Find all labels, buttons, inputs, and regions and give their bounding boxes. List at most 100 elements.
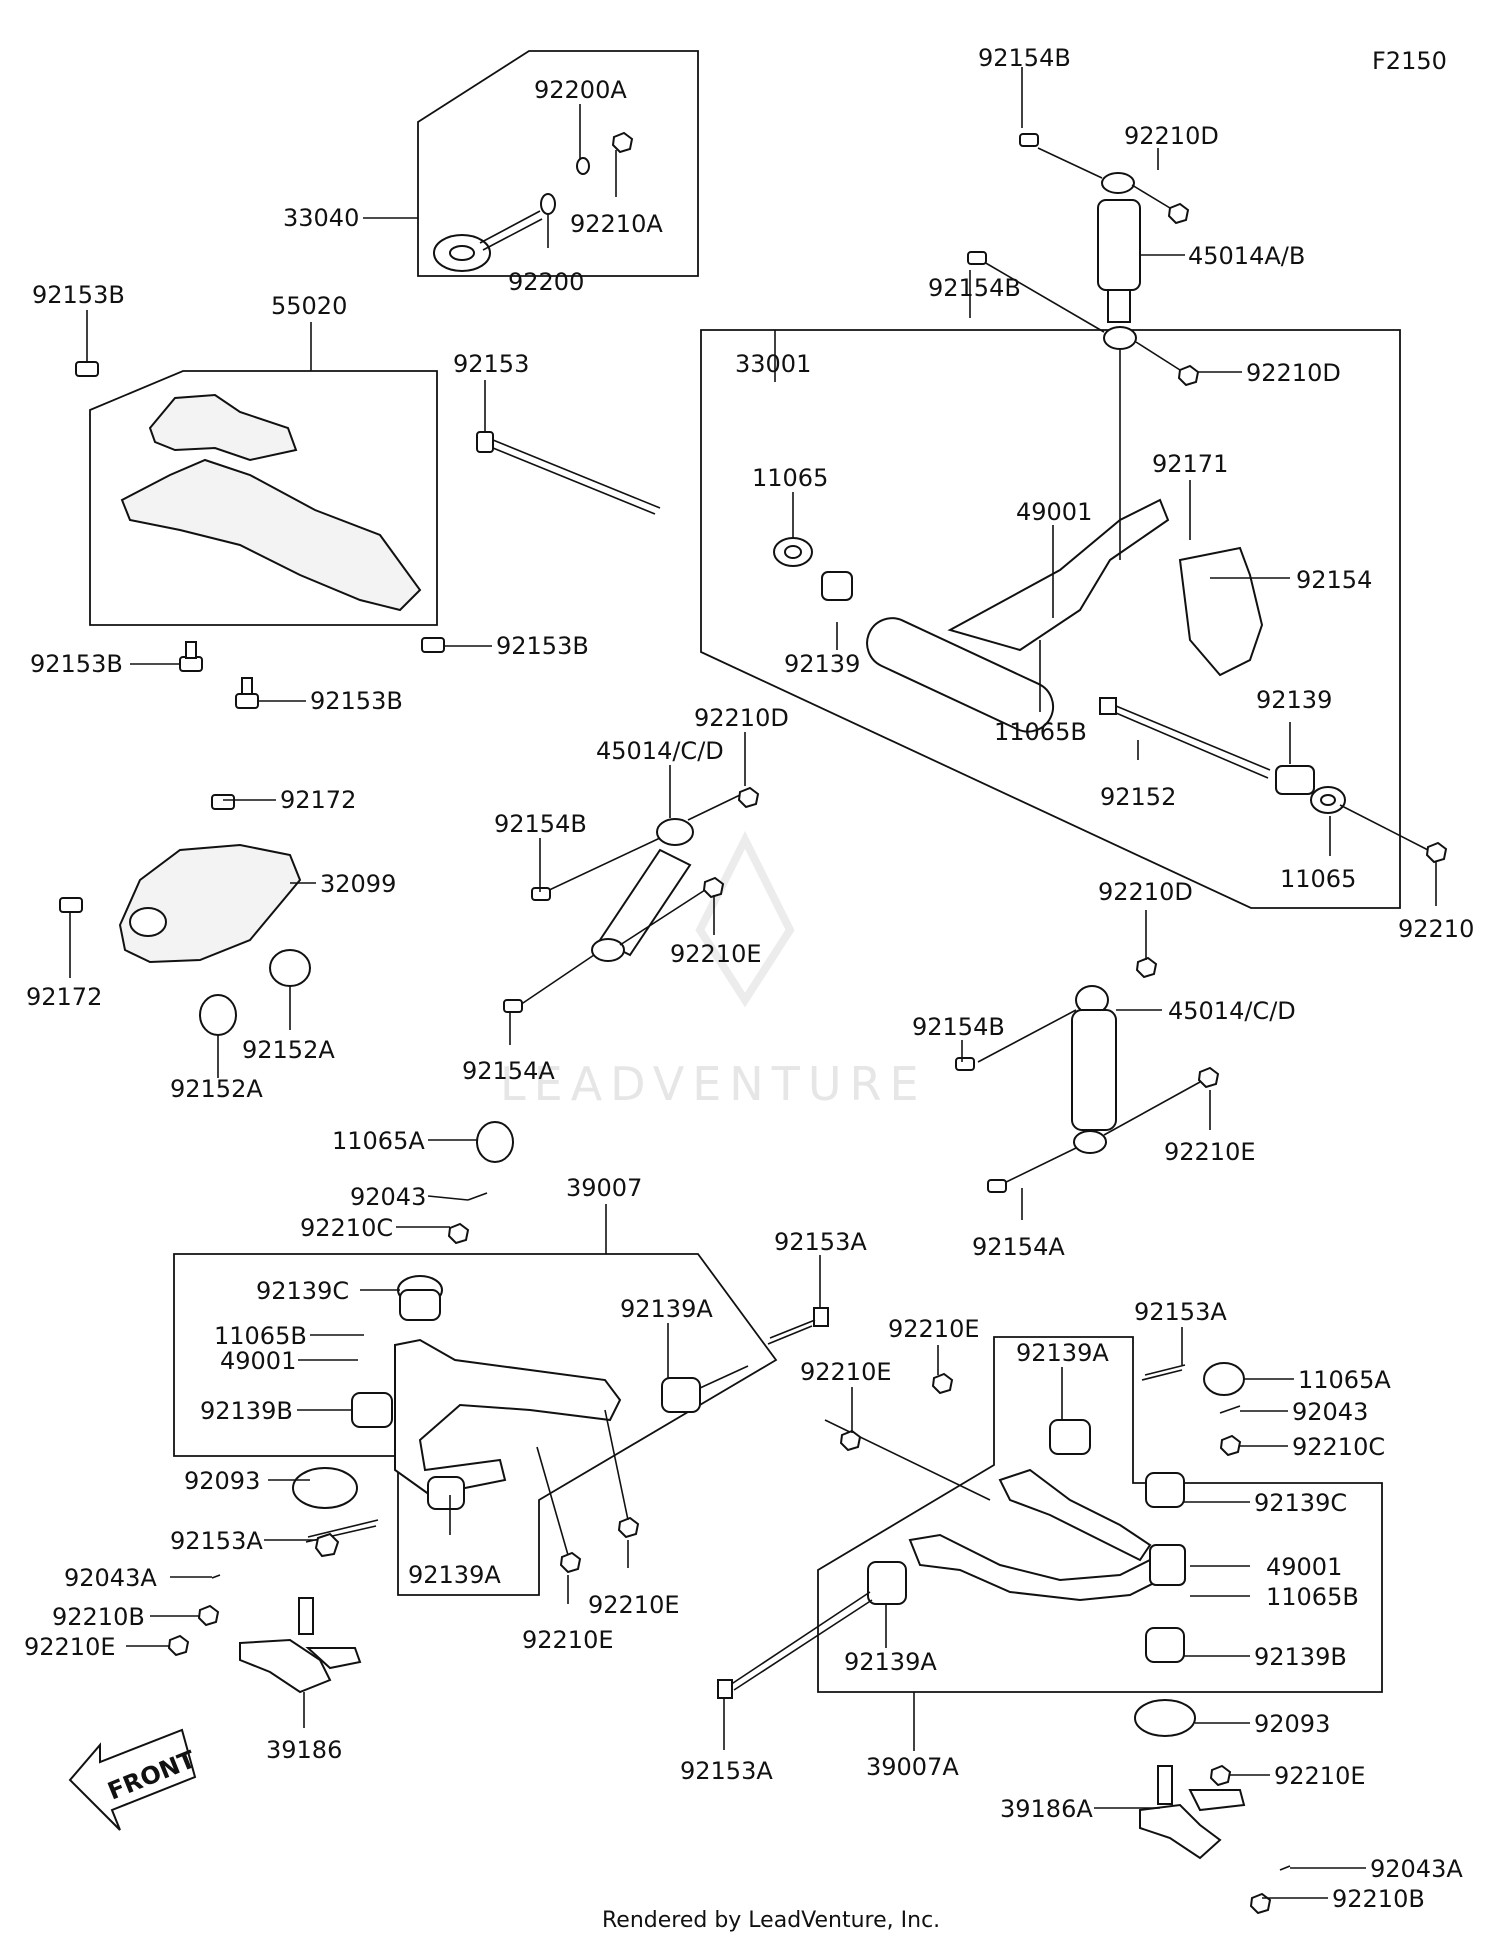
label-92139A: 92139A — [408, 1561, 501, 1589]
label-92152: 92152 — [1100, 783, 1176, 811]
label-92210C: 92210C — [300, 1214, 393, 1242]
label-92153B: 92153B — [496, 632, 589, 660]
label-45014AB: 45014A/B — [1188, 242, 1305, 270]
label-92154B: 92154B — [912, 1013, 1005, 1041]
group-box-33001 — [700, 329, 1401, 909]
label-92154B: 92154B — [494, 810, 587, 838]
label-92154A: 92154A — [972, 1233, 1065, 1261]
shock-45014CD-left — [503, 786, 760, 1013]
label-33040: 33040 — [283, 204, 359, 232]
label-92153A: 92153A — [774, 1228, 867, 1256]
label-92210E: 92210E — [1274, 1762, 1366, 1790]
figure-code: F2150 — [1372, 47, 1447, 75]
label-92210E: 92210E — [24, 1633, 116, 1661]
group-box-33040 — [363, 50, 699, 277]
label-11065A: 11065A — [332, 1127, 425, 1155]
label-11065: 11065 — [752, 464, 828, 492]
watermark-text: LEADVENTURE — [500, 1057, 927, 1111]
label-92210E: 92210E — [1164, 1138, 1256, 1166]
bolt-92153B-a — [75, 338, 99, 377]
label-39186: 39186 — [266, 1736, 342, 1764]
label-92153B: 92153B — [30, 650, 123, 678]
label-92153B: 92153B — [32, 281, 125, 309]
label-92043: 92043 — [1292, 1398, 1368, 1426]
label-49001: 49001 — [1266, 1553, 1342, 1581]
label-92200: 92200 — [508, 268, 584, 296]
label-39186A: 39186A — [1000, 1795, 1093, 1823]
knuckle-39186 — [167, 1574, 362, 1694]
label-11065A: 11065A — [1298, 1366, 1391, 1394]
label-92210D: 92210D — [1246, 359, 1341, 387]
label-92153A: 92153A — [1134, 1298, 1227, 1326]
label-92043A: 92043A — [1370, 1855, 1463, 1883]
label-92154B: 92154B — [978, 44, 1071, 72]
label-92210E: 92210E — [670, 940, 762, 968]
label-92139: 92139 — [1256, 686, 1332, 714]
label-92210A: 92210A — [570, 210, 663, 238]
arm-39007 — [292, 1275, 829, 1574]
label-92210D: 92210D — [1124, 122, 1219, 150]
label-49001: 49001 — [220, 1347, 296, 1375]
knuckle-39186A — [1139, 1764, 1291, 1915]
bolt-92153B-d — [235, 677, 259, 709]
label-92154B: 92154B — [928, 274, 1021, 302]
label-92210D: 92210D — [1098, 878, 1193, 906]
label-92153: 92153 — [453, 350, 529, 378]
label-92153A: 92153A — [170, 1527, 263, 1555]
shock-45014CD-right — [955, 956, 1220, 1193]
label-92152A: 92152A — [170, 1075, 263, 1103]
label-92139A: 92139A — [1016, 1339, 1109, 1367]
label-92093: 92093 — [184, 1467, 260, 1495]
cap-11065A-left — [447, 1121, 514, 1245]
label-39007A: 39007A — [866, 1753, 959, 1781]
bolt-92153B-b — [179, 641, 203, 672]
label-92154: 92154 — [1296, 566, 1372, 594]
footer-credit: Rendered by LeadVenture, Inc. — [602, 1908, 940, 1933]
shock-45014AB — [967, 133, 1200, 560]
group-box-55020 — [89, 322, 438, 626]
label-11065: 11065 — [1280, 865, 1356, 893]
leader-lines — [69, 67, 1437, 1899]
arm-39007A — [717, 1362, 1245, 1737]
bolt-92153B-c — [421, 637, 445, 653]
watermark: LEADVENTURE — [500, 831, 927, 1111]
label-11065B: 11065B — [214, 1322, 307, 1350]
label-92153A: 92153A — [680, 1757, 773, 1785]
part-labels: 92154B 92210D 45014A/B 92154B 92210D 922… — [24, 44, 1474, 1913]
label-92152A: 92152A — [242, 1036, 335, 1064]
label-55020: 55020 — [271, 292, 347, 320]
label-92139B: 92139B — [200, 1397, 293, 1425]
label-92154A: 92154A — [462, 1057, 555, 1085]
label-33001: 33001 — [735, 350, 811, 378]
label-32099: 32099 — [320, 870, 396, 898]
label-92043: 92043 — [350, 1183, 426, 1211]
label-92153B: 92153B — [310, 687, 403, 715]
label-92171: 92171 — [1152, 450, 1228, 478]
part-55020-guard — [120, 393, 422, 612]
label-92210E: 92210E — [522, 1626, 614, 1654]
label-92210E: 92210E — [800, 1358, 892, 1386]
label-92210B: 92210B — [1332, 1885, 1425, 1913]
label-11065B: 11065B — [1266, 1583, 1359, 1611]
part-33001-swingarm — [773, 498, 1264, 733]
label-92139: 92139 — [784, 650, 860, 678]
group-box-39007 — [173, 1204, 778, 1596]
label-92139B: 92139B — [1254, 1643, 1347, 1671]
label-92200A: 92200A — [534, 76, 627, 104]
label-92210E: 92210E — [888, 1315, 980, 1343]
label-92043A: 92043A — [64, 1564, 157, 1592]
label-45014CD: 45014/C/D — [1168, 997, 1296, 1025]
label-92093: 92093 — [1254, 1710, 1330, 1738]
group-box-39007A — [817, 1336, 1383, 1751]
label-92210C: 92210C — [1292, 1433, 1385, 1461]
label-49001: 49001 — [1016, 498, 1092, 526]
bolt-92153 — [476, 431, 661, 515]
label-92210: 92210 — [1398, 915, 1474, 943]
label-92210E: 92210E — [588, 1591, 680, 1619]
label-45014CD: 45014/C/D — [596, 737, 724, 765]
label-39007: 39007 — [566, 1174, 642, 1202]
axle-92152 — [1099, 697, 1448, 864]
label-92139C: 92139C — [1254, 1489, 1347, 1517]
label-11065B: 11065B — [994, 718, 1087, 746]
label-92139A: 92139A — [844, 1648, 937, 1676]
